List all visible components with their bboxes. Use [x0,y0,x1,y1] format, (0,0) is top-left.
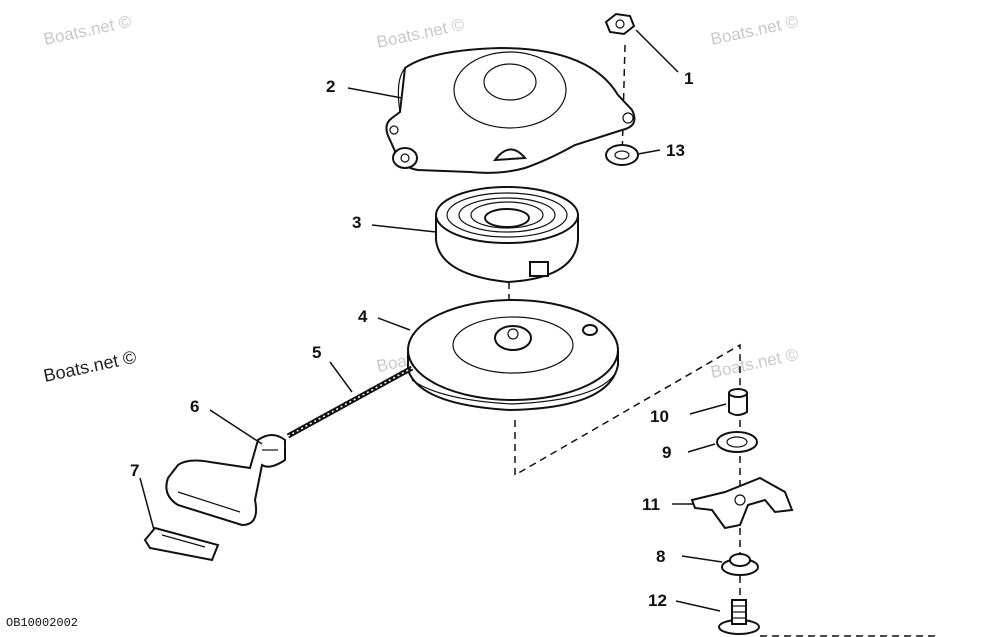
callout-12: 12 [648,591,667,610]
callout-8: 8 [656,547,665,566]
hex-nut [604,12,636,36]
callout-11: 11 [642,495,660,514]
callout-5: 5 [312,343,321,362]
washer [716,431,758,453]
drawing-code: OB10002002 [6,616,78,630]
watermark-top-left: Boats.net © [42,12,134,49]
recoil-spring [435,186,579,284]
bushing [728,388,748,416]
callout-2: 2 [326,77,335,96]
retainer [721,553,759,576]
watermark-top-center: Boats.net © [375,15,467,52]
callout-3: 3 [352,213,361,232]
starter-housing [385,46,636,174]
watermark-mid-left: Boats.net © [42,347,138,386]
callout-9: 9 [662,443,671,462]
callout-10: 10 [650,407,669,426]
handle-insert [143,526,220,562]
leader-lines [139,29,727,612]
screw [718,599,760,635]
watermark-top-right: Boats.net © [709,12,801,49]
pawl [690,476,794,530]
callout-labels: 1 2 3 4 5 6 7 8 9 10 11 12 13 [130,69,693,610]
starter-handle [165,434,286,527]
starter-rope [286,365,414,439]
callout-6: 6 [190,397,199,416]
watermark-mid-right: Boats.net © [709,345,801,382]
pulley [407,299,619,412]
lock-washer [605,144,639,166]
callout-4: 4 [358,307,368,326]
callout-13: 13 [666,141,685,160]
callout-7: 7 [130,461,139,480]
callout-1: 1 [684,69,693,88]
